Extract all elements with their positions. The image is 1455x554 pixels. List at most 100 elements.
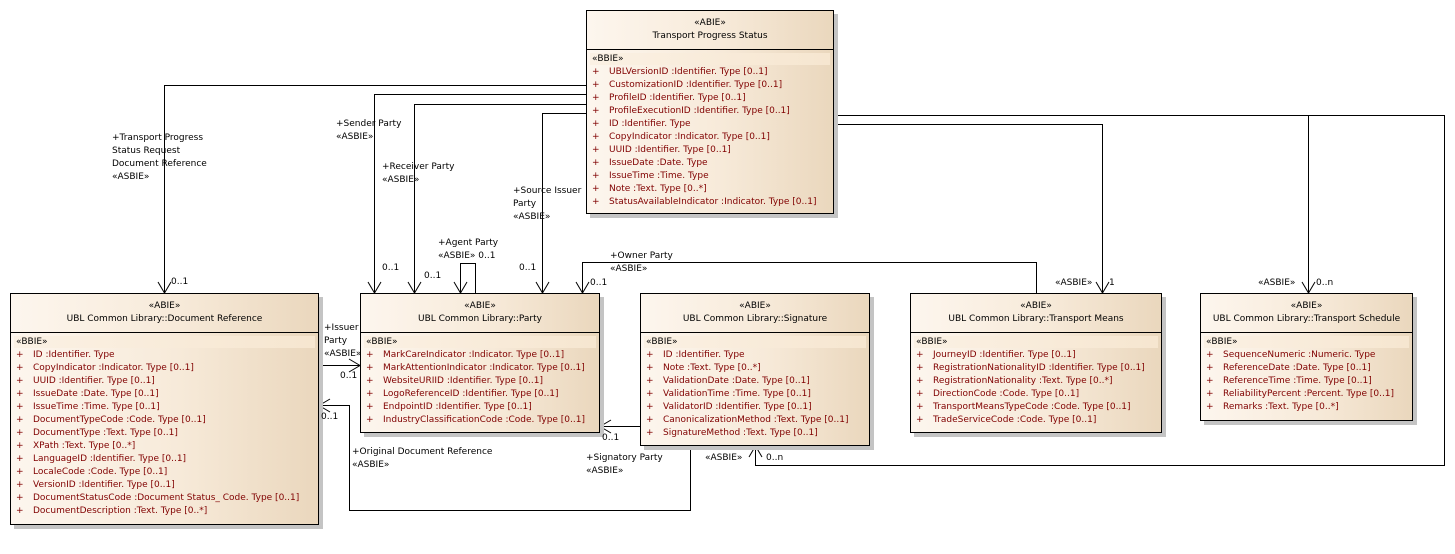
visibility-marker: + [592, 93, 600, 103]
visibility-marker: + [916, 389, 924, 399]
attribute-row[interactable]: +IssueDate :Date. Type [590, 157, 830, 170]
attribute-row[interactable]: +DocumentStatusCode :Document Status_ Co… [14, 492, 315, 505]
attribute-row[interactable]: +ProfileExecutionID :Identifier. Type [0… [590, 105, 830, 118]
attribute-row[interactable]: +XPath :Text. Type [0..*] [14, 440, 315, 453]
attribute-text: WebsiteURIID :Identifier. Type [0..1] [383, 376, 544, 386]
class-signature[interactable]: «ABIE» UBL Common Library::Signature «BB… [640, 293, 870, 446]
attribute-row[interactable]: +CopyIndicator :Indicator. Type [0..1] [14, 362, 315, 375]
connector-agent-party[interactable] [460, 263, 476, 294]
section-stereotype: «BBIE» [644, 336, 866, 348]
section-stereotype: «BBIE» [590, 53, 830, 65]
attribute-text: DocumentTypeCode :Code. Type [0..1] [33, 415, 206, 425]
attribute-row[interactable]: +LocaleCode :Code. Type [0..1] [14, 466, 315, 479]
attribute-text: ProfileID :Identifier. Type [0..1] [609, 93, 746, 103]
attribute-row[interactable]: +TradeServiceCode :Code. Type [0..1] [914, 414, 1158, 427]
attribute-row[interactable]: +ReferenceDate :Date. Type [0..1] [1204, 362, 1409, 375]
visibility-marker: + [366, 350, 374, 360]
visibility-marker: + [1206, 389, 1214, 399]
connector-doc-ref-request[interactable] [164, 85, 587, 294]
attribute-row[interactable]: +SequenceNumeric :Numeric. Type [1204, 349, 1409, 362]
attribute-row[interactable]: +UUID :Identifier. Type [0..1] [14, 375, 315, 388]
role-label-agent-party: +Agent Party«ASBIE» 0..1 [438, 237, 498, 263]
attribute-row[interactable]: +VersionID :Identifier. Type [0..1] [14, 479, 315, 492]
label-line: «ASBIE» [352, 460, 390, 470]
attribute-row[interactable]: +CopyIndicator :Indicator. Type [0..1] [590, 131, 830, 144]
visibility-marker: + [1206, 402, 1214, 412]
attribute-row[interactable]: +UBLVersionID :Identifier. Type [0..1] [590, 66, 830, 79]
attribute-row[interactable]: + DirectionCode :Code. Type [0..1] [914, 388, 1158, 401]
attribute-row[interactable]: +ReferenceTime :Time. Type [0..1] [1204, 375, 1409, 388]
arrowhead-signatory-party [599, 419, 612, 434]
multiplicity-transport-means: 1 [1109, 278, 1115, 288]
class-transport-means[interactable]: «ABIE» UBL Common Library::Transport Mea… [910, 293, 1162, 433]
attribute-row[interactable]: +RegistrationNationality :Text. Type [0.… [914, 375, 1158, 388]
attribute-row[interactable]: +Remarks :Text. Type [0..*] [1204, 401, 1409, 414]
stereotype-label: «ABIE» [694, 18, 726, 28]
attribute-row[interactable]: +ValidationTime :Time. Type [0..1] [644, 388, 866, 401]
class-document-reference[interactable]: «ABIE» UBL Common Library::Document Refe… [10, 293, 319, 525]
class-transport-progress-status[interactable]: «ABIE» Transport Progress Status «BBIE»+… [586, 10, 834, 214]
connector-sender-party[interactable] [374, 94, 587, 294]
visibility-marker: + [16, 493, 24, 503]
attribute-row[interactable]: +Note :Text. Type [0..*] [644, 362, 866, 375]
visibility-marker: + [592, 184, 600, 194]
connector-receiver-party[interactable] [414, 104, 587, 294]
attribute-row[interactable]: +UUID :Identifier. Type [0..1] [590, 144, 830, 157]
visibility-marker: + [592, 80, 600, 90]
visibility-marker: + [916, 363, 924, 373]
connector-transport-means[interactable] [833, 124, 1103, 294]
attribute-row[interactable]: +DocumentTypeCode :Code. Type [0..1] [14, 414, 315, 427]
attribute-row[interactable]: +MarkAttentionIndicator :Indicator. Type… [364, 362, 596, 375]
class-party[interactable]: «ABIE» UBL Common Library::Party «BBIE»+… [360, 293, 600, 433]
attribute-row[interactable]: +ID :Identifier. Type [590, 118, 830, 131]
attribute-row[interactable]: +Note :Text. Type [0..*] [590, 183, 830, 196]
connector-original-doc-ref[interactable] [319, 405, 691, 511]
attribute-row[interactable]: +LanguageID :Identifier. Type [0..1] [14, 453, 315, 466]
visibility-marker: + [16, 350, 24, 360]
attribute-text: DirectionCode :Code. Type [0..1] [933, 389, 1080, 399]
attribute-row[interactable]: +RegistrationNationalityID :Identifier. … [914, 362, 1158, 375]
attribute-text: JourneyID :Identifier. Type [0..1] [933, 350, 1076, 360]
connector-transport-schedule[interactable] [833, 115, 1309, 294]
attribute-row[interactable]: +IssueTime :Time. Type [0..1] [14, 401, 315, 414]
visibility-marker: + [366, 363, 374, 373]
attribute-row[interactable]: +ReliabilityPercent :Percent. Type [0..1… [1204, 388, 1409, 401]
connector-owner-party[interactable] [582, 262, 1037, 294]
label-line: Document Reference [112, 159, 207, 169]
visibility-marker: + [646, 350, 654, 360]
attribute-row[interactable]: +TransportMeansTypeCode :Code. Type [0..… [914, 401, 1158, 414]
attribute-text: IndustryClassificationCode :Code. Type [… [383, 415, 585, 425]
label-line: «ASBIE» [112, 172, 150, 182]
multiplicity-issuer-party: 0..1 [340, 371, 358, 381]
attribute-row[interactable]: +SignatureMethod :Text. Type [0..1] [644, 427, 866, 440]
attribute-row[interactable]: +IssueDate :Date. Type [0..1] [14, 388, 315, 401]
attribute-row[interactable]: +StatusAvailableIndicator :Indicator. Ty… [590, 196, 830, 209]
attribute-list: «BBIE»+UBLVersionID :Identifier. Type [0… [587, 50, 833, 212]
attribute-list: «BBIE»+SequenceNumeric :Numeric. Type+Re… [1201, 333, 1412, 417]
attribute-row[interactable]: + ProfileID :Identifier. Type [0..1] [590, 92, 830, 105]
attribute-row[interactable]: +ValidatorID :Identifier. Type [0..1] [644, 401, 866, 414]
attribute-row[interactable]: +IndustryClassificationCode :Code. Type … [364, 414, 596, 427]
attribute-text: ValidatorID :Identifier. Type [0..1] [663, 402, 812, 412]
attribute-row[interactable]: +MarkCareIndicator :Indicator. Type [0..… [364, 349, 596, 362]
attribute-text: ValidationTime :Time. Type [0..1] [663, 389, 811, 399]
attribute-row[interactable]: +CustomizationID :Identifier. Type [0..1… [590, 79, 830, 92]
attribute-row[interactable]: +EndpointID :Identifier. Type [0..1] [364, 401, 596, 414]
attribute-row[interactable]: +DocumentDescription :Text. Type [0..*] [14, 505, 315, 518]
connector-signature[interactable] [755, 115, 1445, 466]
class-transport-schedule[interactable]: «ABIE» UBL Common Library::Transport Sch… [1200, 293, 1413, 421]
attribute-row[interactable]: +DocumentType :Text. Type [0..1] [14, 427, 315, 440]
attribute-row[interactable]: +CanonicalizationMethod :Text. Type [0..… [644, 414, 866, 427]
attribute-text: IssueTime :Time. Type [0..1] [33, 402, 160, 412]
attribute-row[interactable]: +WebsiteURIID :Identifier. Type [0..1] [364, 375, 596, 388]
attribute-row[interactable]: +ValidationDate :Date. Type [0..1] [644, 375, 866, 388]
connector-source-issuer-party[interactable] [542, 113, 587, 294]
attribute-row[interactable]: +IssueTime :Time. Type [590, 170, 830, 183]
attribute-row[interactable]: +ID :Identifier. Type [14, 349, 315, 362]
attribute-text: IssueDate :Date. Type [0..1] [33, 389, 159, 399]
attribute-row[interactable]: +JourneyID :Identifier. Type [0..1] [914, 349, 1158, 362]
attribute-row[interactable]: +LogoReferenceID :Identifier. Type [0..1… [364, 388, 596, 401]
visibility-marker: + [592, 197, 600, 207]
attribute-row[interactable]: +ID :Identifier. Type [644, 349, 866, 362]
visibility-marker: + [1206, 350, 1214, 360]
